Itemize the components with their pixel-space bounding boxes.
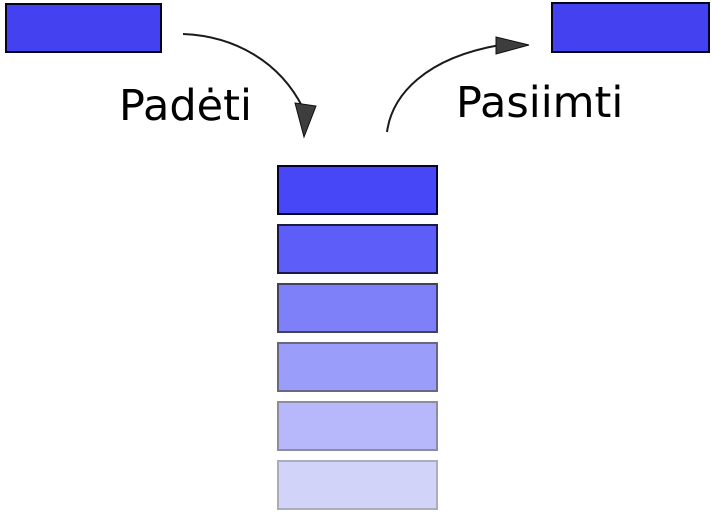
stack-item-3	[277, 283, 438, 333]
outgoing-item-block	[551, 2, 710, 53]
incoming-item-block	[5, 3, 162, 53]
push-arrowhead-icon	[294, 102, 317, 139]
stack-item-4	[277, 342, 438, 392]
stack-item-5	[277, 401, 438, 451]
stack-item-1	[277, 165, 438, 215]
stack-item-6	[277, 460, 438, 510]
stack-item-2	[277, 224, 438, 274]
stack	[277, 165, 438, 512]
pop-arrowhead-icon	[495, 36, 530, 55]
pop-label: Pasiimti	[456, 78, 624, 128]
push-label: Padėti	[119, 81, 252, 131]
